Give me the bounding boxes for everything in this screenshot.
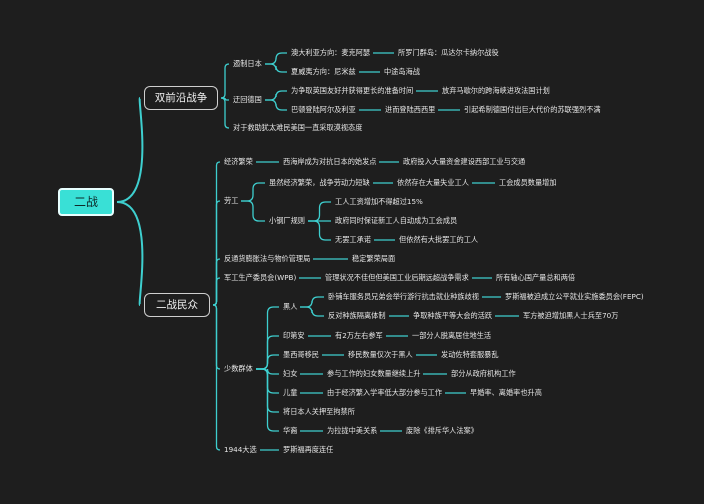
node-root[interactable]: 二战 [58, 188, 114, 216]
link-b1 [116, 97, 144, 203]
node-b2-5-1-3[interactable]: 反对种族隔离体制 [328, 311, 386, 320]
node-b2-2-2-3[interactable]: 无罢工承诺 [335, 235, 371, 244]
node-b2-5-1-2[interactable]: 罗斯福被迫成立公平就业实施委员会(FEPC) [505, 292, 644, 301]
node-b2-5-5-2[interactable]: 早婚率、离婚率也升高 [470, 388, 542, 397]
node-b2-5-3-1[interactable]: 移民数量仅次于黑人 [348, 350, 413, 359]
node-b2-5-6[interactable]: 将日本人关押至拘禁所 [283, 407, 355, 416]
node-b2-5-7-2[interactable]: 废除《排斥华人法案》 [406, 426, 478, 435]
node-b1-2-1[interactable]: 为争取英国友好并获得更长的准备时间 [291, 86, 414, 95]
node-b1[interactable]: 双前沿战争 [144, 86, 218, 110]
node-b1-1-2[interactable]: 夏威夷方向：尼米兹 [291, 67, 356, 76]
node-b1-2-2[interactable]: 巴顿登陆阿尔及利亚 [291, 105, 356, 114]
node-b1-3[interactable]: 对于救助犹太难民美国一直采取漠视态度 [233, 123, 363, 132]
link-b2-6 [212, 304, 221, 451]
node-b2-5-4-2[interactable]: 部分从政府机构工作 [451, 369, 516, 378]
node-b1-1-2-1[interactable]: 中途岛海战 [384, 67, 420, 76]
node-b2-5-1[interactable]: 黑人 [283, 302, 298, 311]
link-b2-5-1-3 [300, 306, 324, 317]
node-b2-1-1[interactable]: 西海岸成为对抗日本的始发点 [283, 157, 377, 166]
node-b2-1[interactable]: 经济繁荣 [224, 157, 253, 166]
node-b2-4-1[interactable]: 管理状况不佳但但美国工业后期远超战争需求 [325, 273, 469, 282]
node-b2-6-1[interactable]: 罗斯福再度连任 [283, 445, 334, 454]
link-b2-4 [212, 277, 221, 306]
link-b1-2-1 [265, 90, 287, 101]
link-b2-2-1 [241, 182, 265, 202]
node-b2-5-5[interactable]: 儿童 [283, 388, 298, 397]
node-b2-4[interactable]: 军工生产委员会(WPB) [224, 273, 297, 282]
link-b1-2-2 [265, 99, 287, 111]
node-b2-5-1-4[interactable]: 争取种族平等大会的活跃 [413, 311, 493, 320]
node-b2-5-4-1[interactable]: 参与工作的妇女数量继续上升 [327, 369, 421, 378]
link-b1-3 [220, 97, 230, 129]
node-b1-1[interactable]: 遏制日本 [233, 59, 262, 68]
node-b2-4-2[interactable]: 所有轴心国产量总和两倍 [496, 273, 576, 282]
node-b2-5-1-5[interactable]: 军方被迫增加黑人士兵至70万 [523, 311, 619, 320]
link-b1-1-2 [265, 63, 287, 73]
node-b2-2[interactable]: 劳工 [224, 196, 239, 205]
node-b2-5-2-2[interactable]: 一部分人脱离居住地生活 [412, 331, 492, 340]
node-b2[interactable]: 二战民众 [144, 293, 210, 317]
node-b2-3-1[interactable]: 稳定繁荣局面 [352, 254, 396, 263]
node-b2-2-1[interactable]: 虽然经济繁荣，战争劳动力短缺 [269, 178, 370, 187]
node-b1-2-2-2[interactable]: 引起希制德国付出巨大代价的苏联强烈不满 [464, 105, 601, 114]
node-b2-3[interactable]: 反通货膨胀法与物价管理局 [224, 254, 311, 263]
node-b1-2-1-1[interactable]: 放弃马歇尔的跨海峡进攻法国计划 [442, 86, 550, 95]
node-b1-2-2-1[interactable]: 进而登陆西西里 [385, 105, 436, 114]
node-b2-5-7-1[interactable]: 为拉拢中美关系 [327, 426, 378, 435]
node-b2-2-2-3-1[interactable]: 但依然有大批罢工的工人 [399, 235, 479, 244]
node-b2-5-2-1[interactable]: 有2万左右参军 [335, 331, 383, 340]
node-b2-5[interactable]: 少数群体 [224, 364, 253, 373]
link-b1-1 [220, 63, 230, 99]
link-b1-1-1 [265, 52, 287, 65]
node-b1-2[interactable]: 迂回德国 [233, 95, 262, 104]
link-b2-2-2-3 [308, 220, 331, 241]
node-b2-2-2-1[interactable]: 工人工资增加不得超过15% [335, 197, 423, 206]
link-b2-2-2 [241, 200, 265, 222]
node-b2-5-1-1[interactable]: 卧铺车服务员兄弟会举行游行抗击就业种族歧视 [328, 292, 479, 301]
node-b1-1-1[interactable]: 澳大利亚方向：麦克阿瑟 [291, 48, 371, 57]
node-b2-5-7[interactable]: 华裔 [283, 426, 298, 435]
node-b2-5-4[interactable]: 妇女 [283, 369, 298, 378]
node-b2-1-2[interactable]: 政府投入大量资金建设西部工业与交通 [403, 157, 526, 166]
link-b2 [116, 201, 144, 306]
node-b2-2-2[interactable]: 小钢厂规则 [269, 216, 305, 225]
link-b2-2-2-1 [308, 201, 331, 222]
node-b1-1-1-1[interactable]: 所罗门群岛：瓜达尔卡纳尔战役 [398, 48, 499, 57]
node-b2-5-3[interactable]: 墨西哥移民 [283, 350, 319, 359]
link-b2-5-1-1 [300, 296, 324, 308]
node-b2-5-5-1[interactable]: 由于经济繁入学率低大部分参与工作 [327, 388, 443, 397]
node-b2-6[interactable]: 1944大选 [224, 445, 257, 454]
node-b2-2-1-2[interactable]: 工会成员数量增加 [499, 178, 557, 187]
node-b2-5-2[interactable]: 印第安 [283, 331, 305, 340]
link-b2-5-7 [256, 368, 279, 432]
node-b2-5-3-2[interactable]: 发动佐特套服暴乱 [441, 350, 499, 359]
node-b2-2-2-2[interactable]: 政府同时保证新工人自动成为工会成员 [335, 216, 458, 225]
node-b2-2-1-1[interactable]: 依然存在大量失业工人 [397, 178, 469, 187]
